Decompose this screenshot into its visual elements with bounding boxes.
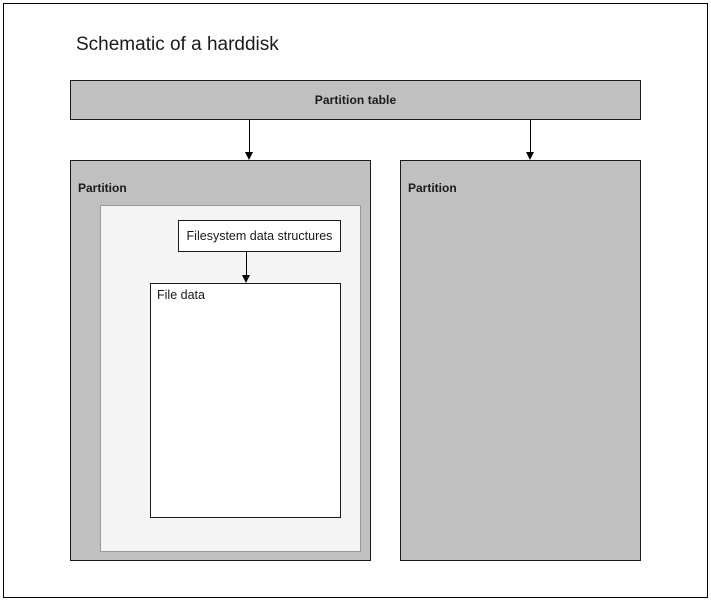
partition-table-label: Partition table [314,93,397,107]
file-data-block[interactable]: File data [150,283,341,518]
page-title: Schematic of a harddisk [76,34,279,55]
arrow-head-icon [245,152,254,160]
filesystem-data-structures-label: Filesystem data structures [186,229,333,243]
filesystem-data-structures-block[interactable]: Filesystem data structures [178,220,341,252]
arrow-shaft [249,120,251,153]
arrow-head-icon [526,152,535,160]
arrow-shaft [530,120,532,153]
partition-left-label: Partition [78,181,127,195]
partition-right-label: Partition [408,181,457,195]
partition-block-right[interactable]: Partition [400,160,641,561]
partition-table-block[interactable]: Partition table [70,80,641,120]
file-data-label: File data [157,288,205,302]
